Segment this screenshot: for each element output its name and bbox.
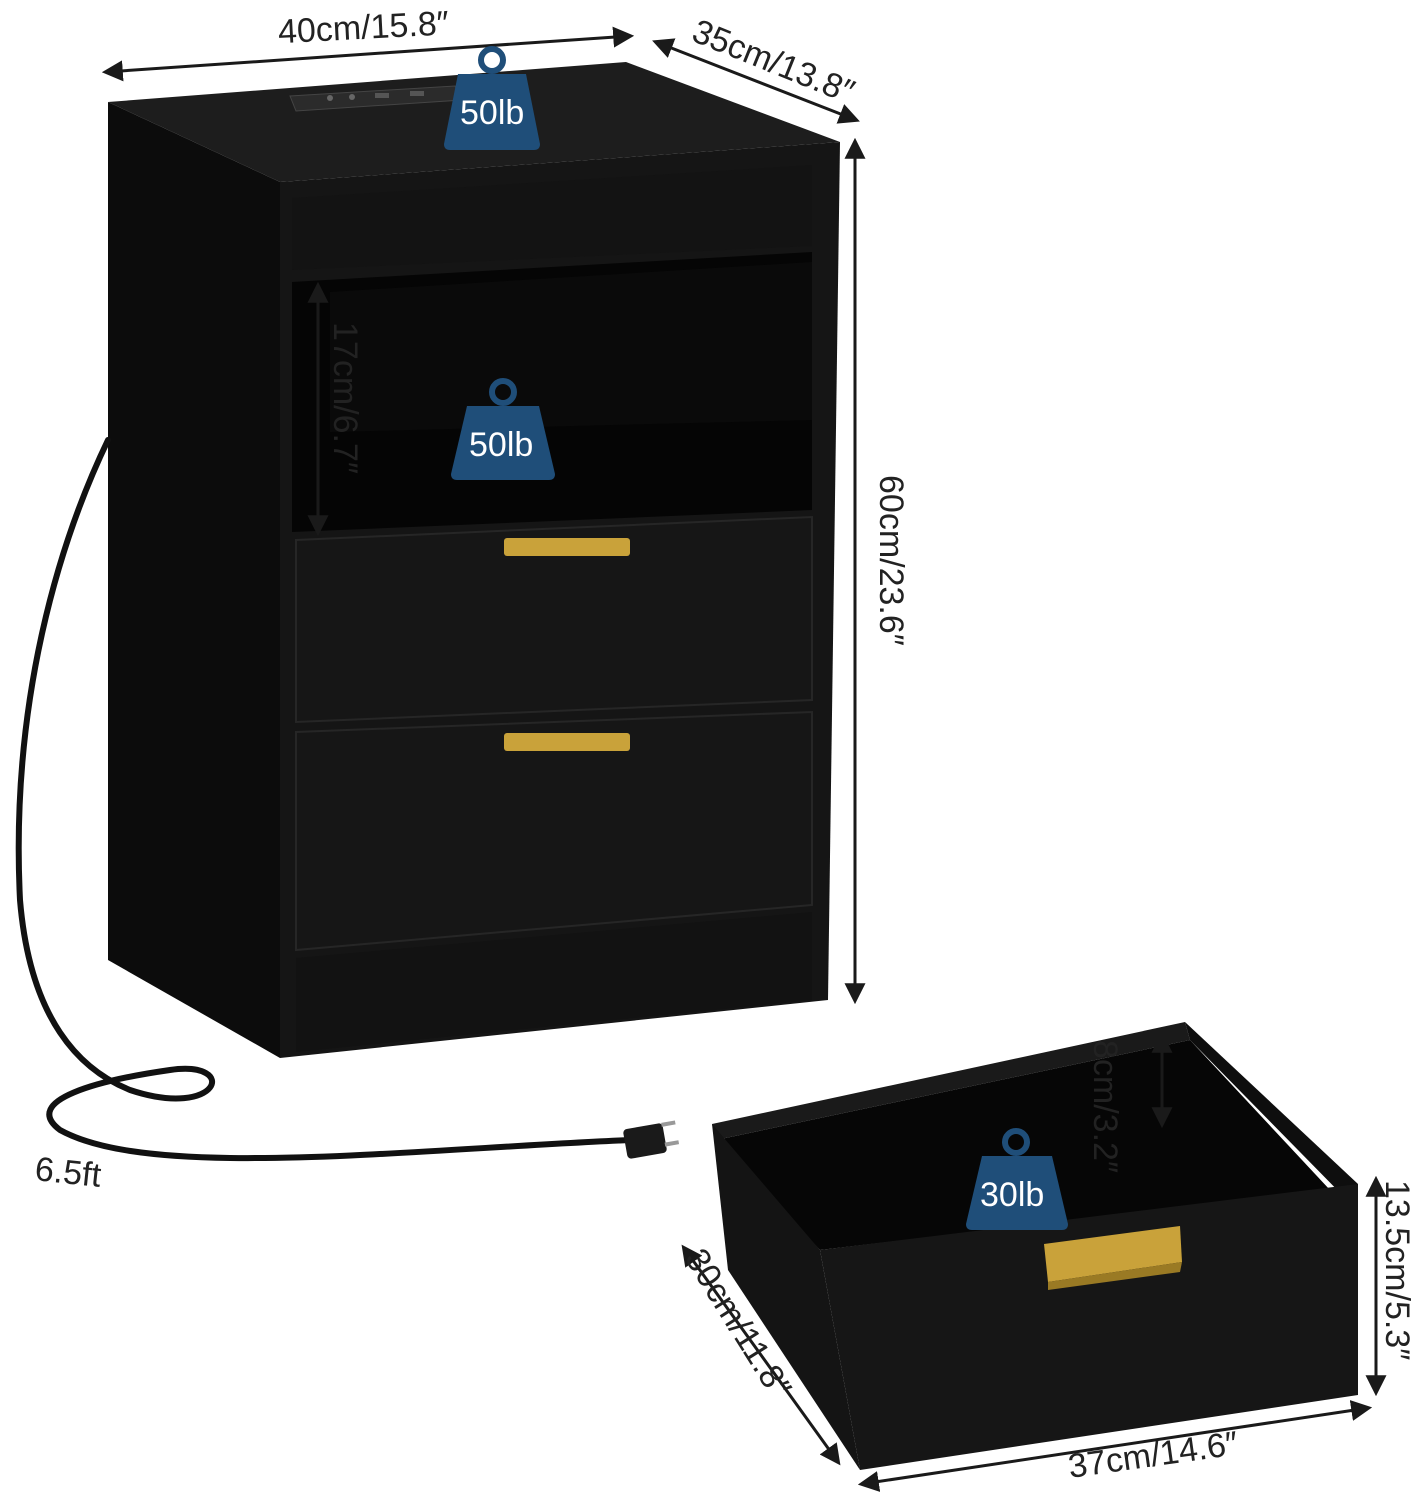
cord-length-label: 6.5ft	[33, 1150, 103, 1195]
drawer-front	[820, 1184, 1358, 1470]
plug-icon	[623, 1120, 680, 1159]
weight-icon: 30lb	[966, 1128, 1068, 1230]
drawer-front-handle	[1044, 1226, 1182, 1282]
nightstand	[108, 62, 840, 1058]
drawer-lower-handle	[504, 733, 630, 751]
drawer-inner-label: 8cm/3.2″	[1086, 1040, 1124, 1173]
shelf-weight-label: 50lb	[469, 426, 533, 464]
drawer-lower	[295, 710, 813, 952]
shelf-back	[330, 262, 812, 432]
width-label: 40cm/15.8″	[277, 4, 450, 51]
power-cord	[15, 437, 633, 1162]
drawer-upper-handle	[504, 538, 630, 556]
drawer-upper	[295, 515, 813, 724]
shelf-height-label: 17cm/6.7″	[326, 322, 364, 474]
drawer-front-label: 13.5cm/5.3″	[1378, 1180, 1416, 1360]
open-drawer	[712, 1022, 1358, 1470]
drawer-weight-label: 30lb	[980, 1176, 1044, 1214]
weight-icon: 50lb	[444, 46, 540, 150]
depth-arrow	[652, 38, 860, 124]
height-label: 60cm/23.6″	[872, 475, 910, 646]
nightstand-base	[296, 912, 812, 1052]
drawer-width-arrow	[857, 1400, 1373, 1492]
nightstand-side	[108, 102, 280, 1058]
width-arrow	[101, 26, 635, 82]
weight-icon: 50lb	[451, 378, 555, 480]
top-panel	[292, 165, 812, 270]
drawer-depth-arrow	[681, 1244, 841, 1466]
top-weight-label: 50lb	[460, 94, 524, 132]
